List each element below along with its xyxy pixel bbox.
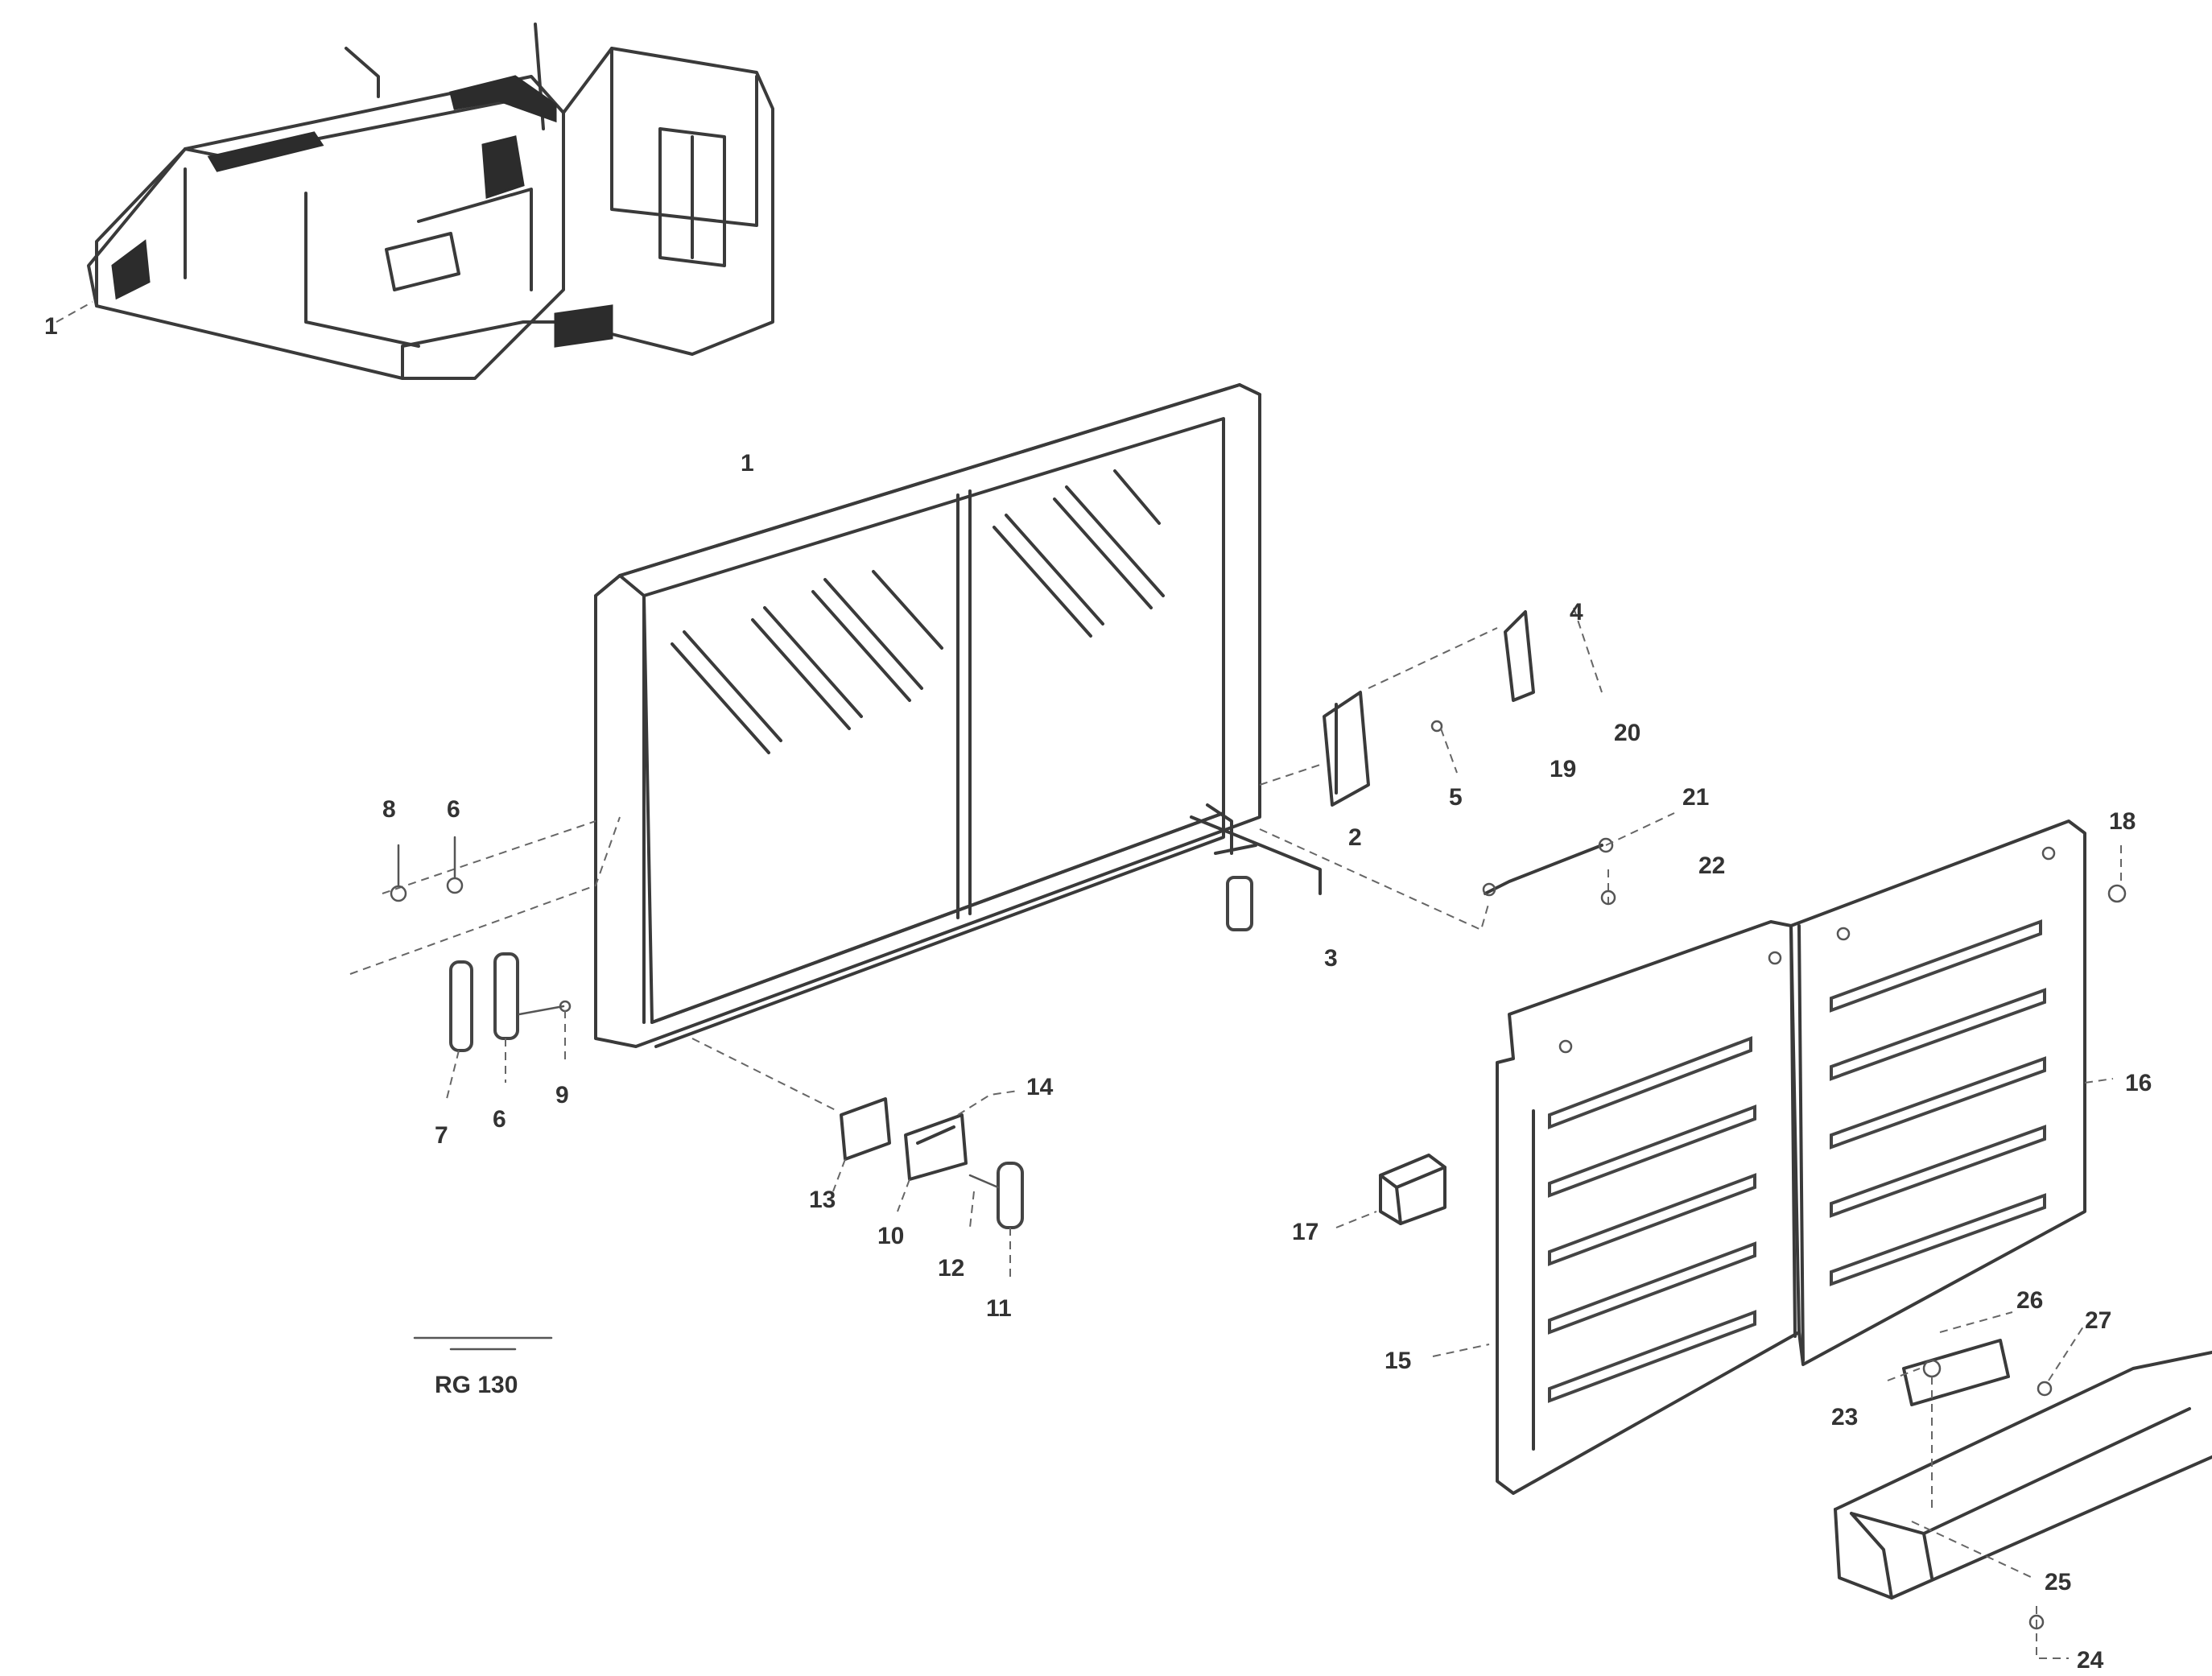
callout-19: 19 — [1550, 756, 1576, 782]
callout-9: 9 — [555, 1082, 569, 1108]
callout-27: 27 — [2085, 1307, 2111, 1334]
figure-code-block: RG 130 — [413, 1336, 553, 1398]
hinge-hardware — [1259, 607, 1675, 931]
callout-2: 2 — [1348, 824, 1362, 851]
callout-18: 18 — [2109, 808, 2136, 835]
callout-12: 12 — [938, 1255, 964, 1282]
callout-13: 13 — [809, 1187, 836, 1213]
left-fasteners — [349, 816, 621, 1100]
machine-overview — [56, 23, 774, 380]
callout-1-overview: 1 — [44, 313, 58, 340]
figure-code: RG 130 — [435, 1372, 518, 1398]
callout-23: 23 — [1831, 1404, 1858, 1430]
callout-20: 20 — [1614, 720, 1640, 746]
callout-24: 24 — [2077, 1647, 2104, 1674]
callout-1: 1 — [741, 450, 754, 477]
callout-8-top: 8 — [382, 796, 396, 823]
callout-10: 10 — [877, 1223, 904, 1249]
grille-frame — [594, 383, 1322, 1048]
callout-15: 15 — [1385, 1348, 1411, 1374]
callout-17: 17 — [1292, 1219, 1319, 1245]
callout-5: 5 — [1449, 784, 1463, 811]
callout-21: 21 — [1682, 784, 1709, 811]
callout-3: 3 — [1324, 945, 1338, 972]
callout-6-top: 6 — [447, 796, 460, 823]
side-panel — [1432, 819, 2114, 1495]
callout-16: 16 — [2125, 1070, 2152, 1096]
bottom-bracket — [1834, 1311, 2212, 1659]
callout-labels: 1 1 2 3 4 5 6 8 7 6 9 10 11 12 13 14 15 … — [44, 313, 2152, 1674]
part-17 — [1335, 1154, 1446, 1228]
callout-7: 7 — [435, 1122, 448, 1149]
latch-hardware — [691, 1038, 1024, 1280]
part-18-washer — [2107, 845, 2127, 903]
callout-11: 11 — [986, 1295, 1012, 1322]
callout-26: 26 — [2016, 1287, 2043, 1314]
callout-25: 25 — [2045, 1569, 2071, 1596]
callout-22: 22 — [1698, 852, 1725, 879]
callout-14: 14 — [1026, 1074, 1054, 1100]
callout-6: 6 — [493, 1106, 506, 1133]
callout-4: 4 — [1570, 599, 1583, 625]
